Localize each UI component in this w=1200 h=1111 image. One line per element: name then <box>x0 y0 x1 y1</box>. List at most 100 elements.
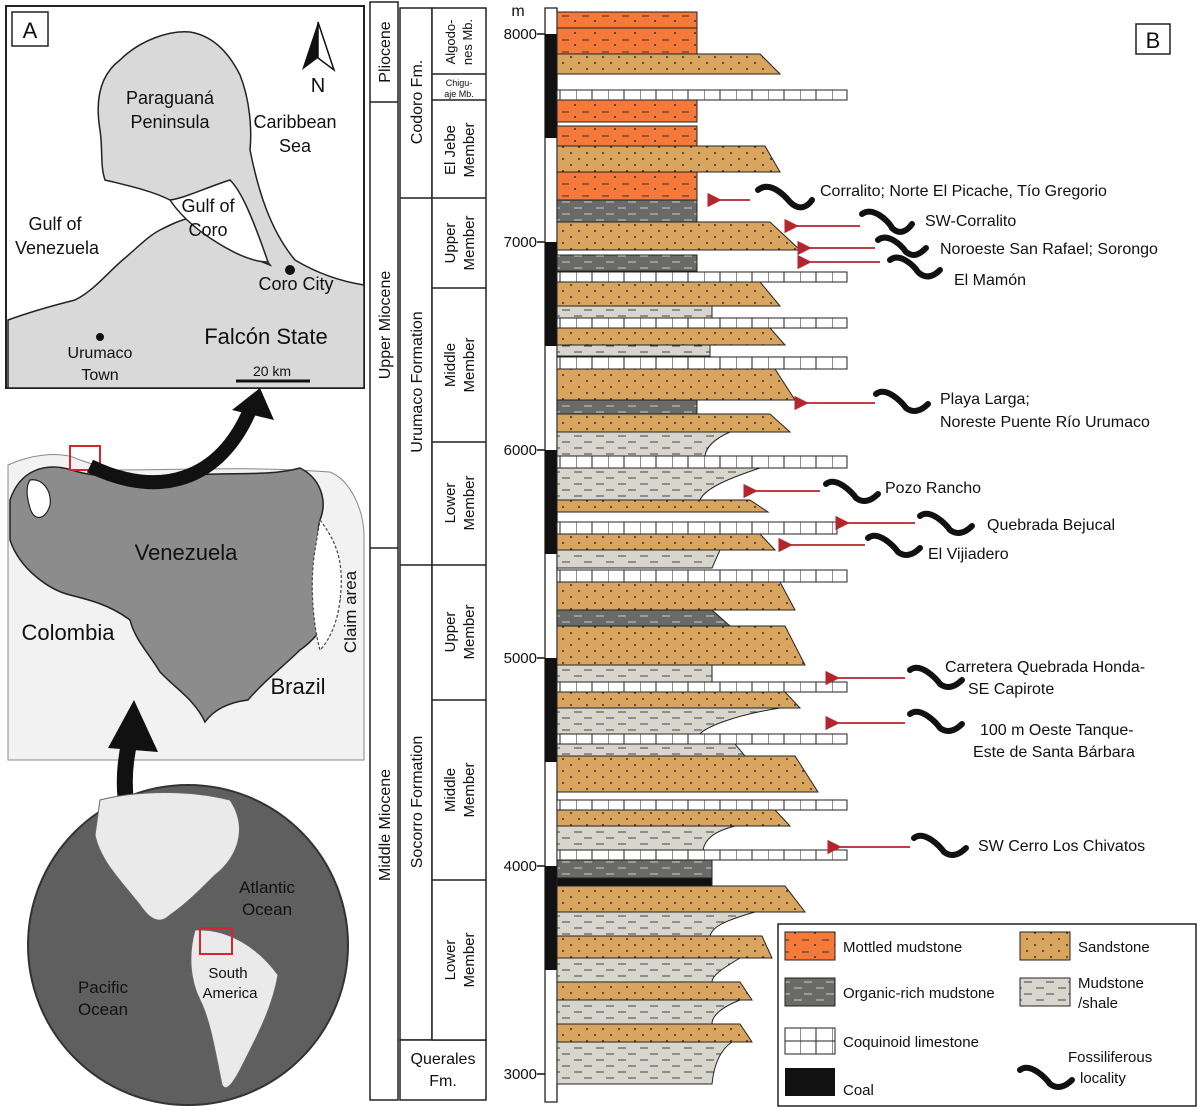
member-algodones-1: Algodo- <box>443 20 458 65</box>
panel-b: Pliocene Upper Miocene Middle Miocene Co… <box>369 1 1197 1107</box>
inset-map: A N Paraguaná Peninsula Caribbean Sea Gu… <box>5 5 365 389</box>
formation-column <box>399 7 433 1041</box>
member-u-lower-1: Lower <box>442 483 459 524</box>
legend-swatch-mottled <box>784 931 836 961</box>
legend: Mottled mudstone Sandstone Organic-rich … <box>777 923 1197 1107</box>
coro-city-marker <box>285 265 295 275</box>
querales-line1: Querales <box>411 1051 476 1068</box>
urumaco-line2: Town <box>81 367 118 384</box>
tick-6000: 6000 <box>504 442 537 459</box>
south-america-land <box>190 929 279 1089</box>
tick-7000: 7000 <box>504 234 537 251</box>
peninsula-line1: Paraguaná <box>126 88 215 108</box>
member-u-upper-2: Member <box>461 215 478 270</box>
member-s-upper-1: Upper <box>442 612 459 653</box>
gulf-venezuela-line1: Gulf of <box>28 214 82 234</box>
gulf-of-coro <box>168 179 270 263</box>
member-jebe-2: Member <box>461 122 478 177</box>
panel-b-tag-box <box>1135 23 1171 55</box>
sea-line1: Caribbean <box>253 112 336 132</box>
coro-city-label: Coro City <box>258 274 333 294</box>
locality-oeste-2: Este de Santa Bárbara <box>973 744 1135 761</box>
formation-codoro: Codoro Fm. <box>409 60 426 144</box>
venezuela-box <box>199 927 233 955</box>
tick-3000: 3000 <box>504 1066 537 1083</box>
member-s-lower-2: Member <box>461 932 478 987</box>
peninsula-line2: Peninsula <box>130 112 210 132</box>
fossil-icon <box>865 532 923 558</box>
pacific-line2: Ocean <box>78 1000 128 1019</box>
legend-swatch-mudstone <box>1019 977 1071 1007</box>
legend-sandstone: Sandstone <box>1078 939 1150 956</box>
legend-fossil-2: locality <box>1080 1070 1126 1087</box>
overview-map: Venezuela Colombia Brazil Claim area <box>7 445 365 761</box>
member-chiguaje-1: Chigu- <box>446 78 473 88</box>
sea-line2: Sea <box>279 136 312 156</box>
falcon-label: Falcón State <box>204 324 328 349</box>
fossil-icon <box>907 664 965 690</box>
member-u-middle-2: Member <box>461 337 478 392</box>
legend-swatch-sandstone <box>1019 931 1071 961</box>
atlantic-line2: Ocean <box>242 900 292 919</box>
epoch-upper-miocene: Upper Miocene <box>377 271 394 380</box>
locality-bejucal: Quebrada Bejucal <box>987 517 1115 534</box>
locality-chivatos: SW Cerro Los Chivatos <box>978 838 1145 855</box>
member-s-middle-1: Middle <box>442 768 459 812</box>
study-area-box <box>69 445 101 471</box>
legend-coal: Coal <box>843 1082 874 1099</box>
panel-a-tag-box <box>11 11 49 47</box>
epoch-pliocene: Pliocene <box>377 21 394 82</box>
fossil-icon <box>907 708 965 734</box>
north-label: N <box>311 75 325 97</box>
member-chiguaje-2: aje Mb. <box>444 89 474 99</box>
legend-coquinoid: Coquinoid limestone <box>843 1034 979 1051</box>
member-s-lower-1: Lower <box>442 940 459 981</box>
member-dividers <box>432 73 486 881</box>
venezuela-label: Venezuela <box>135 540 239 565</box>
north-arrow-icon <box>302 21 336 73</box>
locality-noroeste: Noroeste San Rafael; Sorongo <box>940 241 1158 258</box>
member-algodones-2: nes Mb. <box>460 19 475 65</box>
locality-markers <box>707 192 915 855</box>
panel-b-tag: B <box>1146 28 1161 53</box>
unit-label: m <box>511 3 524 20</box>
epoch-middle-miocene: Middle Miocene <box>377 769 394 881</box>
formation-socorro: Socorro Formation <box>409 736 426 869</box>
legend-organic: Organic-rich mudstone <box>843 985 995 1002</box>
member-u-upper-1: Upper <box>442 223 459 264</box>
member-column <box>431 7 487 1041</box>
locality-vijiadero: El Vijiadero <box>928 546 1009 563</box>
brazil-label: Brazil <box>270 674 325 699</box>
locality-mamon: El Mamón <box>954 272 1026 289</box>
colombia-label: Colombia <box>22 620 116 645</box>
legend-fossil-1: Fossiliferous <box>1068 1049 1152 1066</box>
scale-label: 20 km <box>253 363 291 379</box>
panel-a-tag: A <box>23 18 38 43</box>
querales-line2: Fm. <box>429 1073 457 1090</box>
atlantic-line1: Atlantic <box>239 878 295 897</box>
locality-playa-2: Noreste Puente Río Urumaco <box>940 414 1150 431</box>
legend-mudstone-1: Mudstone <box>1078 975 1144 992</box>
fossil-icon <box>755 183 815 211</box>
member-u-middle-1: Middle <box>442 343 459 387</box>
fossil-icon <box>823 478 881 504</box>
member-s-middle-2: Member <box>461 762 478 817</box>
arrow-to-inset <box>86 407 257 490</box>
formation-urumaco: Urumaco Formation <box>409 311 426 452</box>
tick-8000: 8000 <box>504 26 537 43</box>
north-america-land <box>94 792 240 921</box>
fossil-icon <box>911 832 969 858</box>
urumaco-line1: Urumaco <box>68 345 133 362</box>
pacific-line1: Pacific <box>78 978 129 997</box>
locality-labels: Corralito; Norte El Picache, Tío Gregori… <box>820 183 1158 855</box>
member-jebe-1: El Jebe <box>442 125 459 175</box>
claim-label: Claim area <box>341 570 360 653</box>
gulf-coro-line2: Coro <box>188 220 227 240</box>
globe: Atlantic Ocean Pacific Ocean South Ameri… <box>27 784 349 1106</box>
south-america-line1: South <box>208 965 247 982</box>
legend-fossil-icon <box>1017 1064 1075 1090</box>
legend-mottled: Mottled mudstone <box>843 939 962 956</box>
fossil-icons <box>755 183 975 858</box>
locality-carretera-1: Carretera Quebrada Honda- <box>945 659 1145 676</box>
